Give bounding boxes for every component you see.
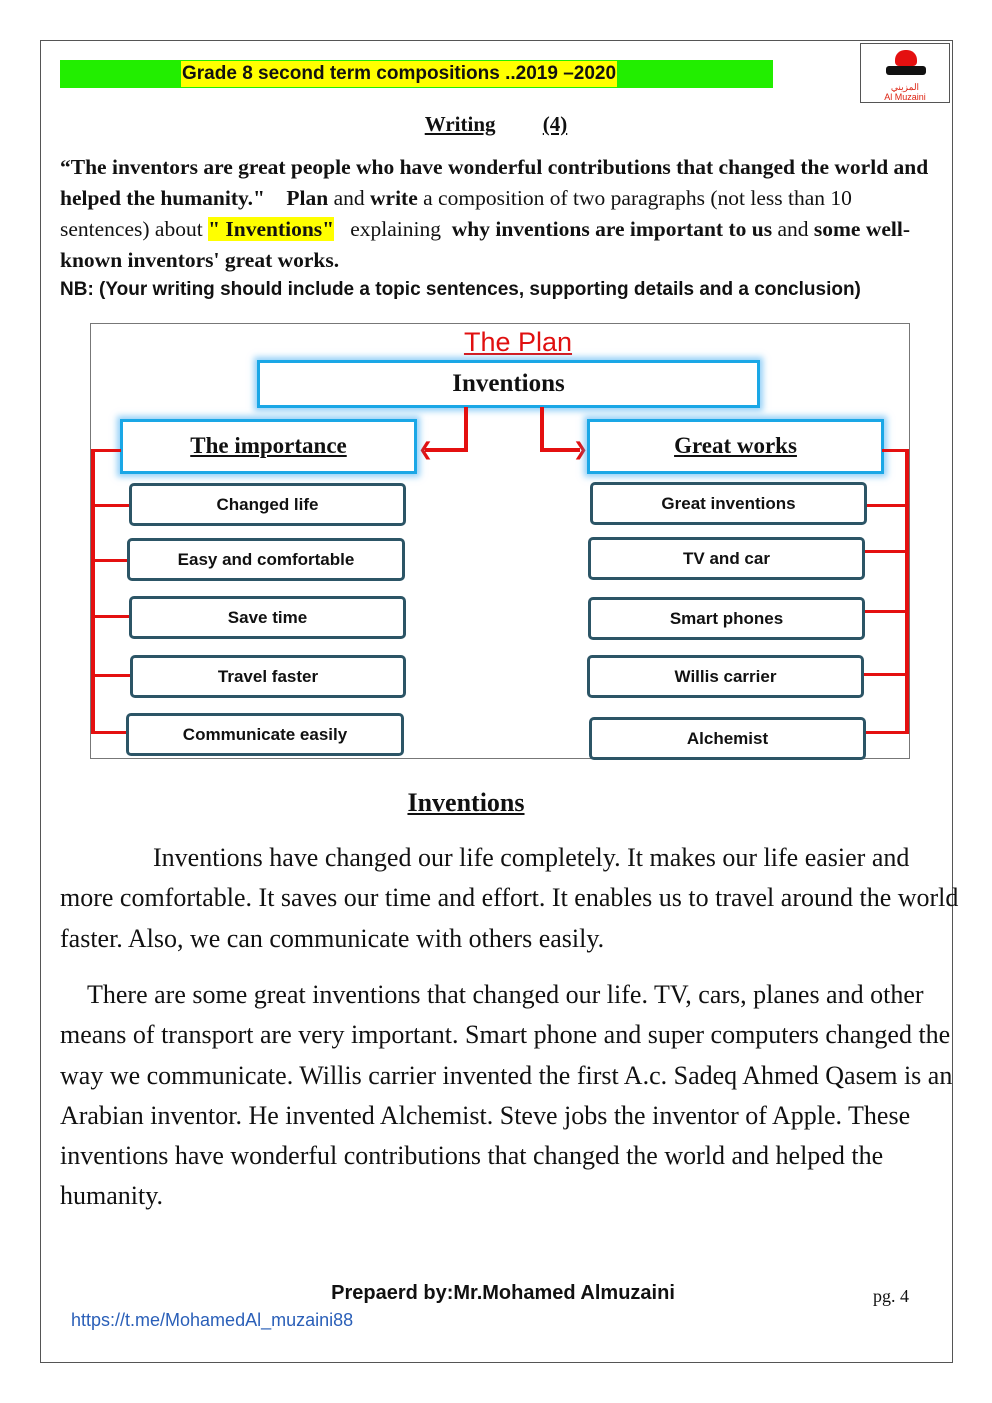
- great-works-item: Smart phones: [588, 597, 865, 640]
- bracket-tick: [863, 550, 908, 553]
- page-number: pg. 4: [873, 1286, 909, 1306]
- importance-item: Communicate easily: [126, 713, 404, 756]
- bracket-tick: [882, 449, 908, 452]
- great-works-item: Alchemist: [589, 717, 866, 760]
- header-title: Grade 8 second term compositions ..2019 …: [181, 61, 618, 87]
- connector: [464, 407, 468, 452]
- bracket-tick: [91, 449, 121, 452]
- center-box: Inventions: [257, 360, 760, 408]
- page-border: [40, 40, 953, 1363]
- prompt-text: “The inventors are great people who have…: [60, 155, 929, 272]
- great-works-item: TV and car: [588, 537, 865, 580]
- connector: [425, 448, 468, 452]
- essay-title: Inventions: [407, 788, 525, 817]
- bracket-tick: [91, 504, 129, 507]
- importance-box: The importance: [120, 419, 417, 474]
- bracket-tick: [91, 615, 129, 618]
- importance-item: Travel faster: [130, 655, 406, 698]
- telegram-link[interactable]: https://t.me/MohamedAl_muzaini88: [71, 1310, 354, 1330]
- bracket-tick: [865, 731, 908, 734]
- right-bracket: [905, 449, 909, 734]
- plan-title: The Plan: [463, 327, 573, 357]
- great-works-box: Great works: [587, 419, 884, 474]
- left-bracket: [91, 449, 95, 734]
- great-works-item: Willis carrier: [587, 655, 864, 698]
- importance-item: Changed life: [129, 483, 406, 526]
- arrow-right-icon: ❯: [573, 439, 589, 460]
- arrow-left-icon: ❮: [418, 439, 434, 460]
- stamp-icon: [895, 50, 917, 66]
- stamp-base-icon: [886, 66, 926, 75]
- bracket-tick: [91, 559, 127, 562]
- essay-paragraph-1: Inventions have changed our life complet…: [60, 843, 959, 953]
- great-works-item: Great inventions: [590, 482, 867, 525]
- section-heading: Writing (4): [424, 112, 568, 136]
- bracket-tick: [91, 674, 130, 677]
- connector: [540, 407, 544, 452]
- essay-paragraph-2: There are some great inventions that cha…: [60, 980, 953, 1211]
- bracket-tick: [866, 504, 908, 507]
- connector: [540, 448, 580, 452]
- plan-diagram: [90, 323, 910, 759]
- bracket-tick: [91, 731, 127, 734]
- prepared-by: Prepaerd by:Mr.Mohamed Almuzaini: [331, 1282, 675, 1304]
- importance-item: Save time: [129, 596, 406, 639]
- bracket-tick: [863, 610, 908, 613]
- importance-item: Easy and comfortable: [127, 538, 405, 581]
- bracket-tick: [862, 673, 908, 676]
- nb-note: NB: (Your writing should include a topic…: [60, 279, 861, 300]
